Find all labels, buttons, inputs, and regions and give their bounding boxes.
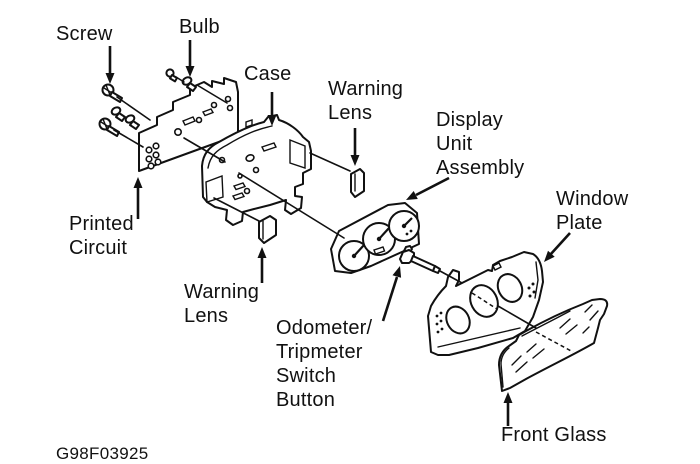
label-screw: Screw bbox=[56, 23, 113, 45]
label-odometer-tripmeter-switch-button: Odometer/ Tripmeter Switch Button bbox=[276, 317, 373, 411]
case-to-lens-line bbox=[213, 197, 260, 222]
bulb-part bbox=[110, 68, 197, 130]
figure-code: G98F03925 bbox=[56, 444, 149, 463]
case-to-top-lens-line bbox=[309, 152, 351, 172]
label-window-plate: Window Plate bbox=[556, 188, 629, 234]
screw-arrow bbox=[105, 46, 115, 84]
warning-lens-bottom-arrow bbox=[257, 247, 267, 283]
display-unit-assembly-arrow bbox=[406, 176, 450, 200]
label-warning-lens-top: Warning Lens bbox=[328, 78, 404, 124]
label-case: Case bbox=[244, 63, 292, 85]
label-front-glass: Front Glass bbox=[501, 424, 607, 446]
label-warning-lens-bottom: Warning Lens bbox=[184, 281, 260, 327]
odometer-switch-button-part bbox=[399, 245, 441, 274]
circuit-to-case-line bbox=[183, 137, 226, 163]
leader-lines bbox=[113, 76, 537, 329]
front-glass-arrow bbox=[503, 392, 513, 426]
window-plate-part bbox=[427, 251, 544, 356]
window-to-glass-line bbox=[497, 305, 537, 329]
warning-lens-bottom-part bbox=[258, 215, 277, 244]
warning-lens-top-arrow bbox=[350, 128, 360, 166]
window-plate-arrow bbox=[544, 232, 571, 262]
screw-part bbox=[98, 83, 123, 137]
case-part bbox=[201, 114, 312, 226]
switch-to-window-line bbox=[439, 270, 463, 284]
case-arrow bbox=[267, 92, 277, 126]
bulb-arrow bbox=[185, 40, 195, 77]
front-glass-part bbox=[498, 298, 609, 392]
printed-circuit-part bbox=[138, 77, 239, 172]
printed-circuit-arrow bbox=[133, 177, 143, 219]
label-display-unit-assembly: Display Unit Assembly bbox=[436, 109, 525, 179]
label-printed-circuit: Printed Circuit bbox=[69, 213, 134, 259]
display-unit-assembly-part bbox=[330, 202, 420, 274]
label-bulb: Bulb bbox=[179, 16, 220, 38]
screw-leader-line bbox=[113, 96, 151, 148]
bulb-leader-line bbox=[175, 76, 228, 104]
warning-lens-top-part bbox=[350, 168, 365, 198]
odometer-switch-arrow bbox=[381, 266, 402, 322]
case-to-display-line bbox=[238, 172, 345, 239]
